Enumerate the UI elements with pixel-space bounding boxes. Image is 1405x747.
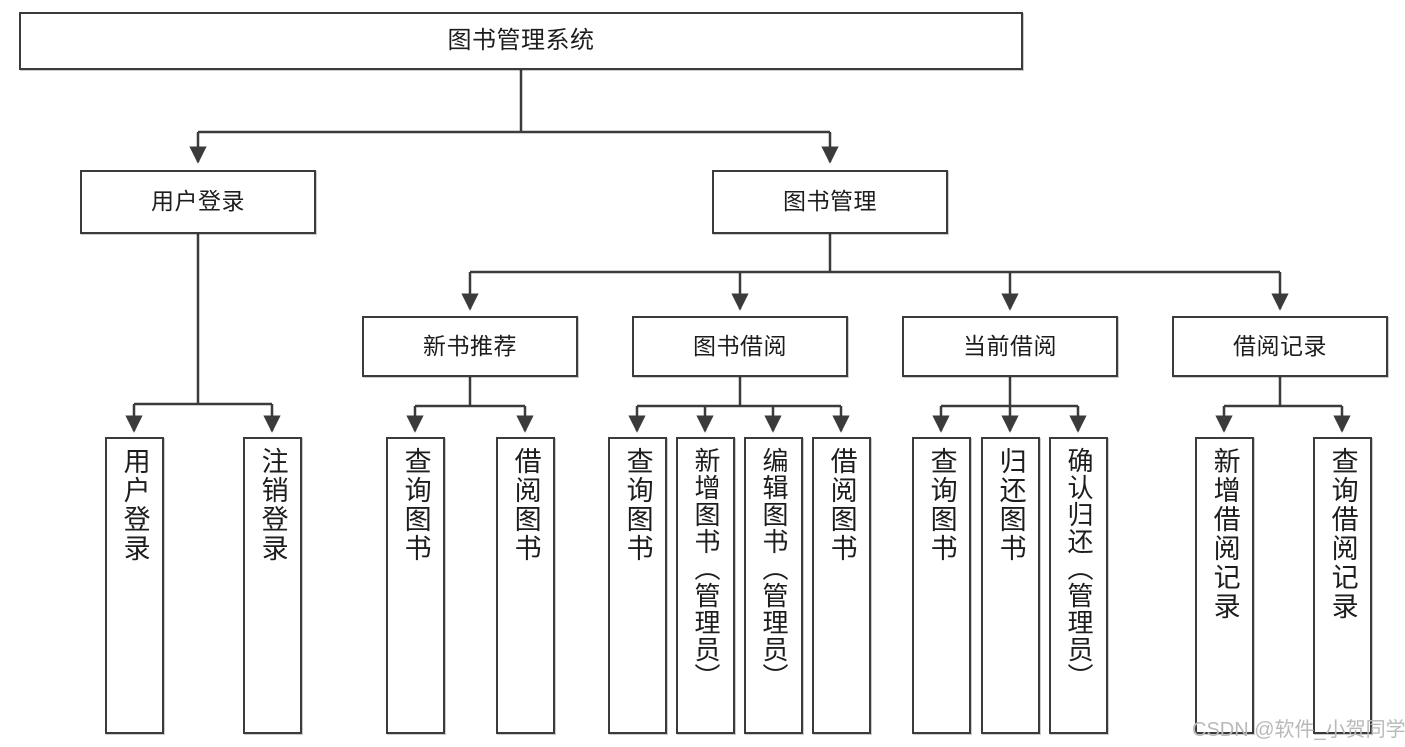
node-label: 新增图书（管理员）	[691, 447, 722, 690]
node-label: 编辑图书（管理员）	[759, 447, 790, 690]
node-root-system[interactable]: 图书管理系统	[19, 12, 1023, 70]
node-borrow-record[interactable]: 借阅记录	[1172, 316, 1388, 377]
leaf-query-book-current[interactable]: 查询图书	[912, 437, 971, 734]
node-label: 借阅记录	[1233, 332, 1327, 359]
node-label: 借阅图书	[510, 447, 541, 563]
node-label: 查询图书	[622, 447, 653, 563]
node-label: 图书管理系统	[447, 26, 595, 54]
node-label: 确认归还（管理员）	[1064, 447, 1095, 690]
leaf-logout[interactable]: 注销登录	[243, 437, 302, 734]
node-new-book-recommend[interactable]: 新书推荐	[362, 316, 578, 377]
leaf-borrow-book-recommend[interactable]: 借阅图书	[496, 437, 555, 734]
node-label: 用户登录	[119, 447, 150, 563]
leaf-confirm-return-admin[interactable]: 确认归还（管理员）	[1049, 437, 1108, 734]
node-label: 当前借阅	[963, 332, 1057, 359]
node-label: 查询图书	[400, 447, 431, 563]
node-label: 用户登录	[151, 188, 245, 215]
node-label: 归还图书	[995, 447, 1026, 563]
node-label: 图书管理	[783, 188, 877, 215]
node-label: 查询图书	[926, 447, 957, 563]
node-book-management[interactable]: 图书管理	[712, 170, 948, 234]
csdn-watermark: CSDN @软件_小贺同学	[1192, 719, 1405, 741]
node-user-login[interactable]: 用户登录	[80, 170, 316, 234]
leaf-query-borrow-record[interactable]: 查询借阅记录	[1313, 437, 1372, 734]
leaf-query-book-recommend[interactable]: 查询图书	[386, 437, 445, 734]
node-label: 查询借阅记录	[1327, 447, 1358, 621]
node-label: 新书推荐	[423, 332, 517, 359]
leaf-borrow-book[interactable]: 借阅图书	[812, 437, 871, 734]
node-label: 图书借阅	[693, 332, 787, 359]
node-label: 新增借阅记录	[1209, 447, 1240, 621]
node-label: 借阅图书	[826, 447, 857, 563]
node-current-borrow[interactable]: 当前借阅	[902, 316, 1118, 377]
leaf-add-book-admin[interactable]: 新增图书（管理员）	[676, 437, 735, 734]
leaf-query-book-borrow[interactable]: 查询图书	[608, 437, 667, 734]
leaf-user-login[interactable]: 用户登录	[105, 437, 164, 734]
leaf-edit-book-admin[interactable]: 编辑图书（管理员）	[744, 437, 803, 734]
node-label: 注销登录	[257, 447, 288, 563]
leaf-return-book[interactable]: 归还图书	[981, 437, 1040, 734]
leaf-add-borrow-record[interactable]: 新增借阅记录	[1195, 437, 1254, 734]
node-book-borrow[interactable]: 图书借阅	[632, 316, 848, 377]
